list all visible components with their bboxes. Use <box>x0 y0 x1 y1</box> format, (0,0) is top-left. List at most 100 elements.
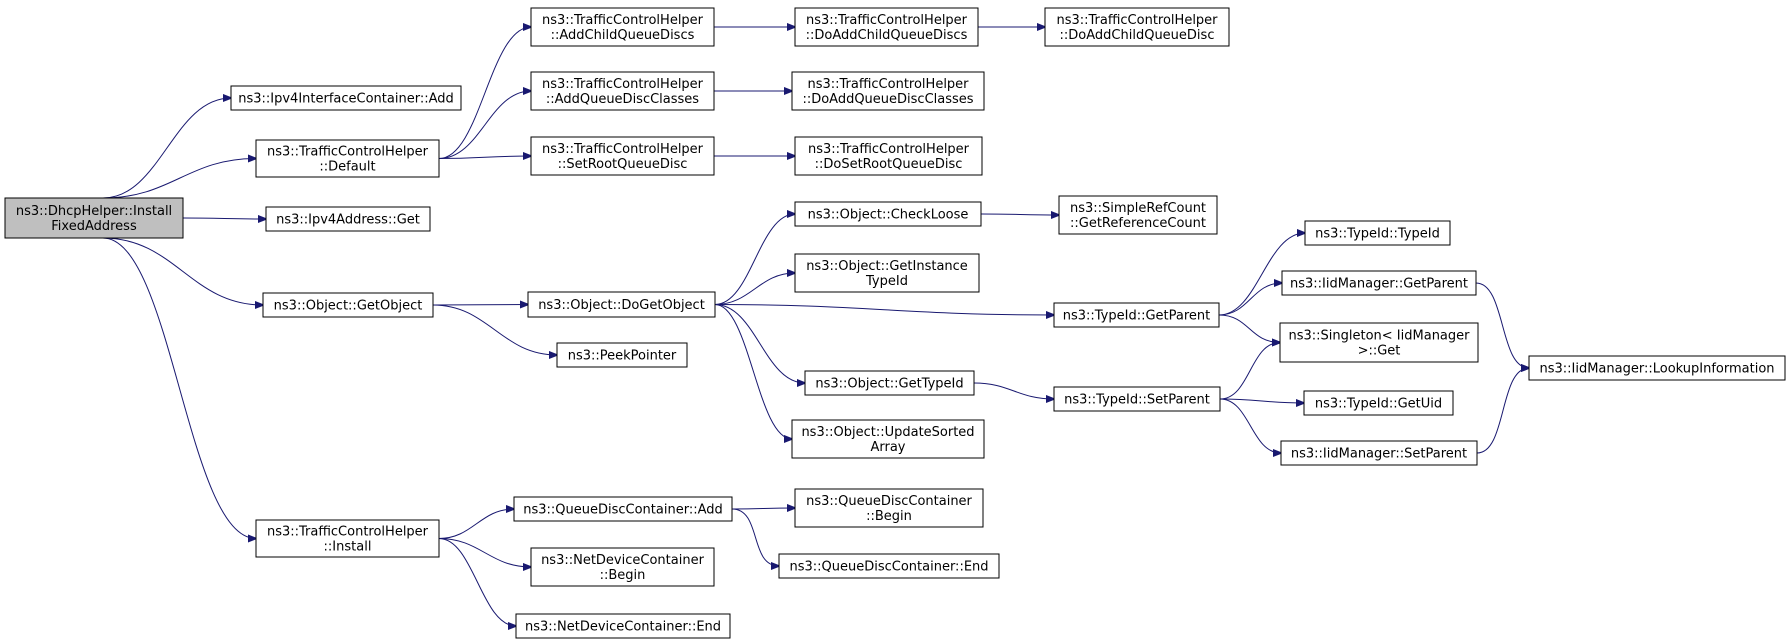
node-typeid-getparent[interactable]: ns3::TypeId::GetParent <box>1053 302 1220 328</box>
node-box <box>1044 7 1230 47</box>
node-label: ns3::Singleton< IidManager <box>1288 329 1470 344</box>
node-box <box>791 71 985 111</box>
node-label: ns3::IidManager::LookupInformation <box>1539 362 1774 377</box>
node-tch-doaddchild[interactable]: ns3::TrafficControlHelper::DoAddChildQue… <box>1044 7 1230 47</box>
node-box <box>530 71 715 111</box>
node-label: ns3::IidManager::SetParent <box>1291 447 1467 462</box>
node-label: ::DoAddQueueDiscClasses <box>802 92 973 107</box>
edge-obj-gettypeid-to-typeid-setparent <box>973 382 1054 399</box>
node-qdc-end[interactable]: ns3::QueueDiscContainer::End <box>778 553 1000 579</box>
node-box <box>1058 195 1218 235</box>
node-label: ns3::Object::UpdateSorted <box>801 425 974 440</box>
edge-root-to-ipv4addr-get <box>182 218 266 219</box>
node-label: ns3::NetDeviceContainer::End <box>525 620 721 635</box>
node-obj-getobject[interactable]: ns3::Object::GetObject <box>262 292 434 318</box>
node-label: ns3::Object::GetObject <box>274 299 423 314</box>
node-box <box>255 139 440 178</box>
node-qdc-begin[interactable]: ns3::QueueDiscContainer::Begin <box>794 488 984 528</box>
node-label: ns3::TypeId::SetParent <box>1064 393 1210 408</box>
node-ndc-end[interactable]: ns3::NetDeviceContainer::End <box>515 613 731 639</box>
node-typeid-typeid[interactable]: ns3::TypeId::TypeId <box>1304 220 1451 246</box>
node-ndc-begin[interactable]: ns3::NetDeviceContainer::Begin <box>530 547 715 587</box>
node-tch-addclasses[interactable]: ns3::TrafficControlHelper::AddQueueDiscC… <box>530 71 715 111</box>
edge-obj-dogetobject-to-obj-getinstancetypeid <box>714 273 795 305</box>
node-label: ns3::Ipv4InterfaceContainer::Add <box>238 92 454 107</box>
node-ipv4ic-add[interactable]: ns3::Ipv4InterfaceContainer::Add <box>230 85 462 111</box>
node-src-getref[interactable]: ns3::SimpleRefCount::GetReferenceCount <box>1058 195 1218 235</box>
edge-tch-default-to-tch-addclasses <box>438 91 531 159</box>
node-qdc-add[interactable]: ns3::QueueDiscContainer::Add <box>513 496 733 522</box>
edge-typeid-setparent-to-iid-setparent <box>1219 398 1281 453</box>
edge-root-to-tch-install <box>102 237 256 539</box>
node-tch-doaddclasses[interactable]: ns3::TrafficControlHelper::DoAddQueueDis… <box>791 71 985 111</box>
node-box <box>1280 440 1478 466</box>
edge-typeid-getparent-to-iid-getparent <box>1218 283 1282 316</box>
node-label: ns3::DhcpHelper::Install <box>16 204 172 219</box>
node-iid-getparent[interactable]: ns3::IidManager::GetParent <box>1281 270 1477 296</box>
node-box <box>1303 390 1454 416</box>
edge-obj-getobject-to-obj-dogetobject <box>432 305 528 306</box>
node-label: ns3::TrafficControlHelper <box>806 13 968 28</box>
node-tch-addchild[interactable]: ns3::TrafficControlHelper::AddChildQueue… <box>530 7 715 47</box>
node-label: ::AddQueueDiscClasses <box>546 92 699 107</box>
node-iid-setparent[interactable]: ns3::IidManager::SetParent <box>1280 440 1478 466</box>
edge-root-to-ipv4ic-add <box>102 98 231 199</box>
node-label: ns3::TrafficControlHelper <box>542 77 704 92</box>
node-label: ns3::NetDeviceContainer <box>541 553 705 568</box>
node-box <box>262 292 434 318</box>
node-box <box>265 206 431 232</box>
node-label: ns3::TrafficControlHelper <box>1056 13 1218 28</box>
edge-typeid-getparent-to-singleton-get <box>1218 314 1280 343</box>
edge-typeid-getparent-to-typeid-typeid <box>1218 233 1305 316</box>
node-typeid-getuid[interactable]: ns3::TypeId::GetUid <box>1303 390 1454 416</box>
node-box <box>530 7 715 47</box>
node-box <box>527 291 716 318</box>
node-label: ns3::QueueDiscContainer::Add <box>523 503 723 518</box>
node-box <box>791 419 985 459</box>
node-singleton-get[interactable]: ns3::Singleton< IidManager>::Get <box>1279 322 1479 363</box>
node-box <box>515 613 731 639</box>
edge-tch-default-to-tch-setroot <box>438 156 531 159</box>
node-label: >::Get <box>1358 344 1401 359</box>
node-box <box>778 553 1000 579</box>
node-tch-doaddchilds[interactable]: ns3::TrafficControlHelper::DoAddChildQue… <box>794 7 979 47</box>
node-label: ::DoAddChildQueueDiscs <box>806 28 968 43</box>
node-box <box>556 342 688 368</box>
node-label: ns3::TrafficControlHelper <box>267 525 429 540</box>
node-box <box>530 547 715 587</box>
node-box <box>1304 220 1451 246</box>
node-tch-setroot[interactable]: ns3::TrafficControlHelper::SetRootQueueD… <box>530 136 715 176</box>
node-label: ns3::Object::CheckLoose <box>808 208 969 223</box>
node-label: Array <box>870 440 905 455</box>
nodes-layer: ns3::DhcpHelper::InstallFixedAddressns3:… <box>4 7 1786 639</box>
node-box <box>530 136 715 176</box>
edge-obj-dogetobject-to-obj-updatesorted <box>714 304 792 440</box>
node-label: FixedAddress <box>51 219 137 234</box>
edge-obj-getobject-to-peekpointer <box>432 304 557 355</box>
edges-layer <box>102 27 1529 627</box>
node-obj-checkloose[interactable]: ns3::Object::CheckLoose <box>794 201 982 227</box>
node-obj-gettypeid[interactable]: ns3::Object::GetTypeId <box>804 370 975 396</box>
node-label: ::DoSetRootQueueDisc <box>815 157 963 172</box>
node-obj-dogetobject[interactable]: ns3::Object::DoGetObject <box>527 291 716 318</box>
node-label: ns3::TrafficControlHelper <box>267 145 429 160</box>
edge-tch-install-to-ndc-begin <box>438 538 531 568</box>
edge-tch-install-to-ndc-end <box>438 538 516 627</box>
node-iid-lookup[interactable]: ns3::IidManager::LookupInformation <box>1528 355 1786 381</box>
node-peekpointer[interactable]: ns3::PeekPointer <box>556 342 688 368</box>
node-tch-install[interactable]: ns3::TrafficControlHelper::Install <box>255 519 440 558</box>
node-tch-default[interactable]: ns3::TrafficControlHelper::Default <box>255 139 440 178</box>
node-label: ns3::TrafficControlHelper <box>807 77 969 92</box>
node-label: ::GetReferenceCount <box>1070 216 1206 231</box>
edge-iid-getparent-to-iid-lookup <box>1475 282 1529 368</box>
node-label: ::AddChildQueueDiscs <box>551 28 695 43</box>
edge-root-to-obj-getobject <box>102 237 263 305</box>
node-ipv4addr-get[interactable]: ns3::Ipv4Address::Get <box>265 206 431 232</box>
node-typeid-setparent[interactable]: ns3::TypeId::SetParent <box>1053 386 1221 412</box>
node-box <box>1279 322 1479 363</box>
node-label: ::Begin <box>866 509 912 524</box>
node-tch-dosetroot[interactable]: ns3::TrafficControlHelper::DoSetRootQueu… <box>794 136 983 176</box>
